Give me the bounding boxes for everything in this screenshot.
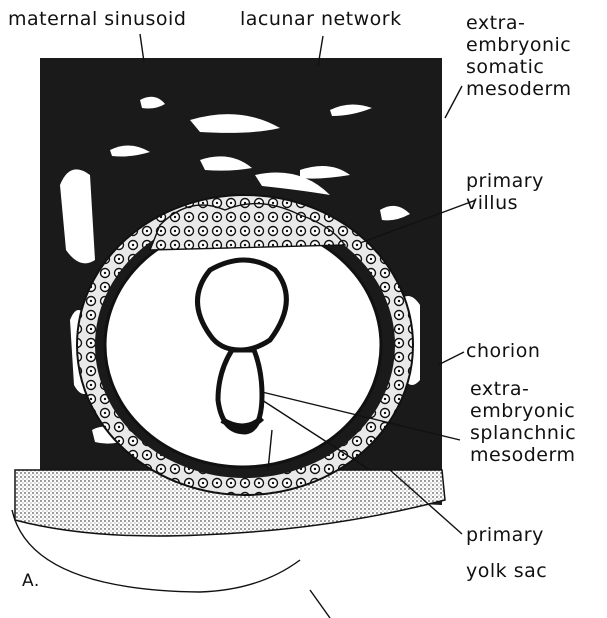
label-extraembryonic-somatic-mesoderm: extra- embryonic somatic mesoderm (466, 12, 571, 100)
label-extraembryonic-splanchnic-mesoderm: extra- embryonic splanchnic mesoderm (470, 378, 576, 466)
label-primary-yolk-sac: primary yolk sac (466, 524, 547, 582)
label-line: extra- (470, 378, 576, 400)
label-line: villus (466, 192, 544, 214)
label-line: yolk sac (466, 560, 547, 582)
label-line: somatic (466, 56, 571, 78)
label-chorion: chorion (466, 340, 540, 362)
label-lacunar-network: lacunar network (240, 8, 402, 30)
label-line: extra- (466, 12, 571, 34)
label-line: embryonic (470, 400, 576, 422)
label-line: mesoderm (466, 78, 571, 100)
label-line: mesoderm (470, 444, 576, 466)
label-maternal-sinusoid: maternal sinusoid (8, 8, 186, 30)
panel-letter: A. (22, 570, 40, 592)
label-primary-villus: primary villus (466, 170, 544, 214)
label-line: splanchnic (470, 422, 576, 444)
label-line: primary (466, 524, 547, 546)
label-line: primary (466, 170, 544, 192)
amniotic-cavity (198, 260, 287, 350)
label-line: embryonic (466, 34, 571, 56)
